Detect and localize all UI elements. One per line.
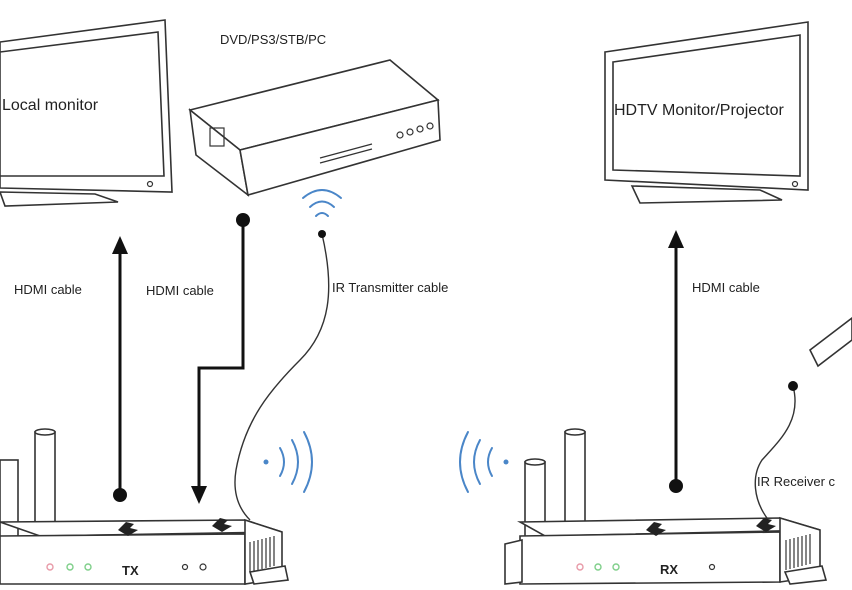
hdmi-cable-middle-label: HDMI cable: [146, 283, 214, 298]
hdmi-cable-source-to-tx: [191, 213, 250, 504]
ir-receiver-cable: [754, 316, 852, 523]
rx-unit: RX: [504, 428, 828, 585]
rx-label: RX: [660, 562, 678, 577]
tx-hdmi-port-icon: [118, 518, 232, 536]
tx-label: TX: [122, 563, 139, 578]
hdmi-cable-left-label: HDMI cable: [14, 282, 82, 297]
ir-transmitter-cable-label: IR Transmitter cable: [332, 280, 448, 295]
rx-wireless-wave-icon: [459, 431, 509, 493]
local-monitor: Local monitor: [0, 19, 173, 207]
ir-transmitter-wave-icon: [302, 189, 342, 217]
hdmi-cable-tx-to-monitor: [112, 236, 128, 502]
hdmi-cable-rx-to-hdtv: [668, 230, 684, 493]
tx-wireless-wave-icon: [263, 431, 313, 493]
ir-receiver-cable-label: IR Receiver c: [757, 474, 836, 489]
source-device-label: DVD/PS3/STB/PC: [220, 32, 326, 47]
local-monitor-label: Local monitor: [2, 97, 99, 114]
hdmi-cable-right-label: HDMI cable: [692, 280, 760, 295]
tx-unit: TX: [0, 428, 289, 585]
hdtv-monitor-label: HDTV Monitor/Projector: [614, 102, 784, 119]
source-device: DVD/PS3/STB/PC: [188, 32, 441, 197]
hdtv-monitor: HDTV Monitor/Projector: [604, 21, 809, 204]
ir-transmitter-cable: [234, 230, 330, 521]
rx-hdmi-port-icon: [646, 518, 776, 536]
